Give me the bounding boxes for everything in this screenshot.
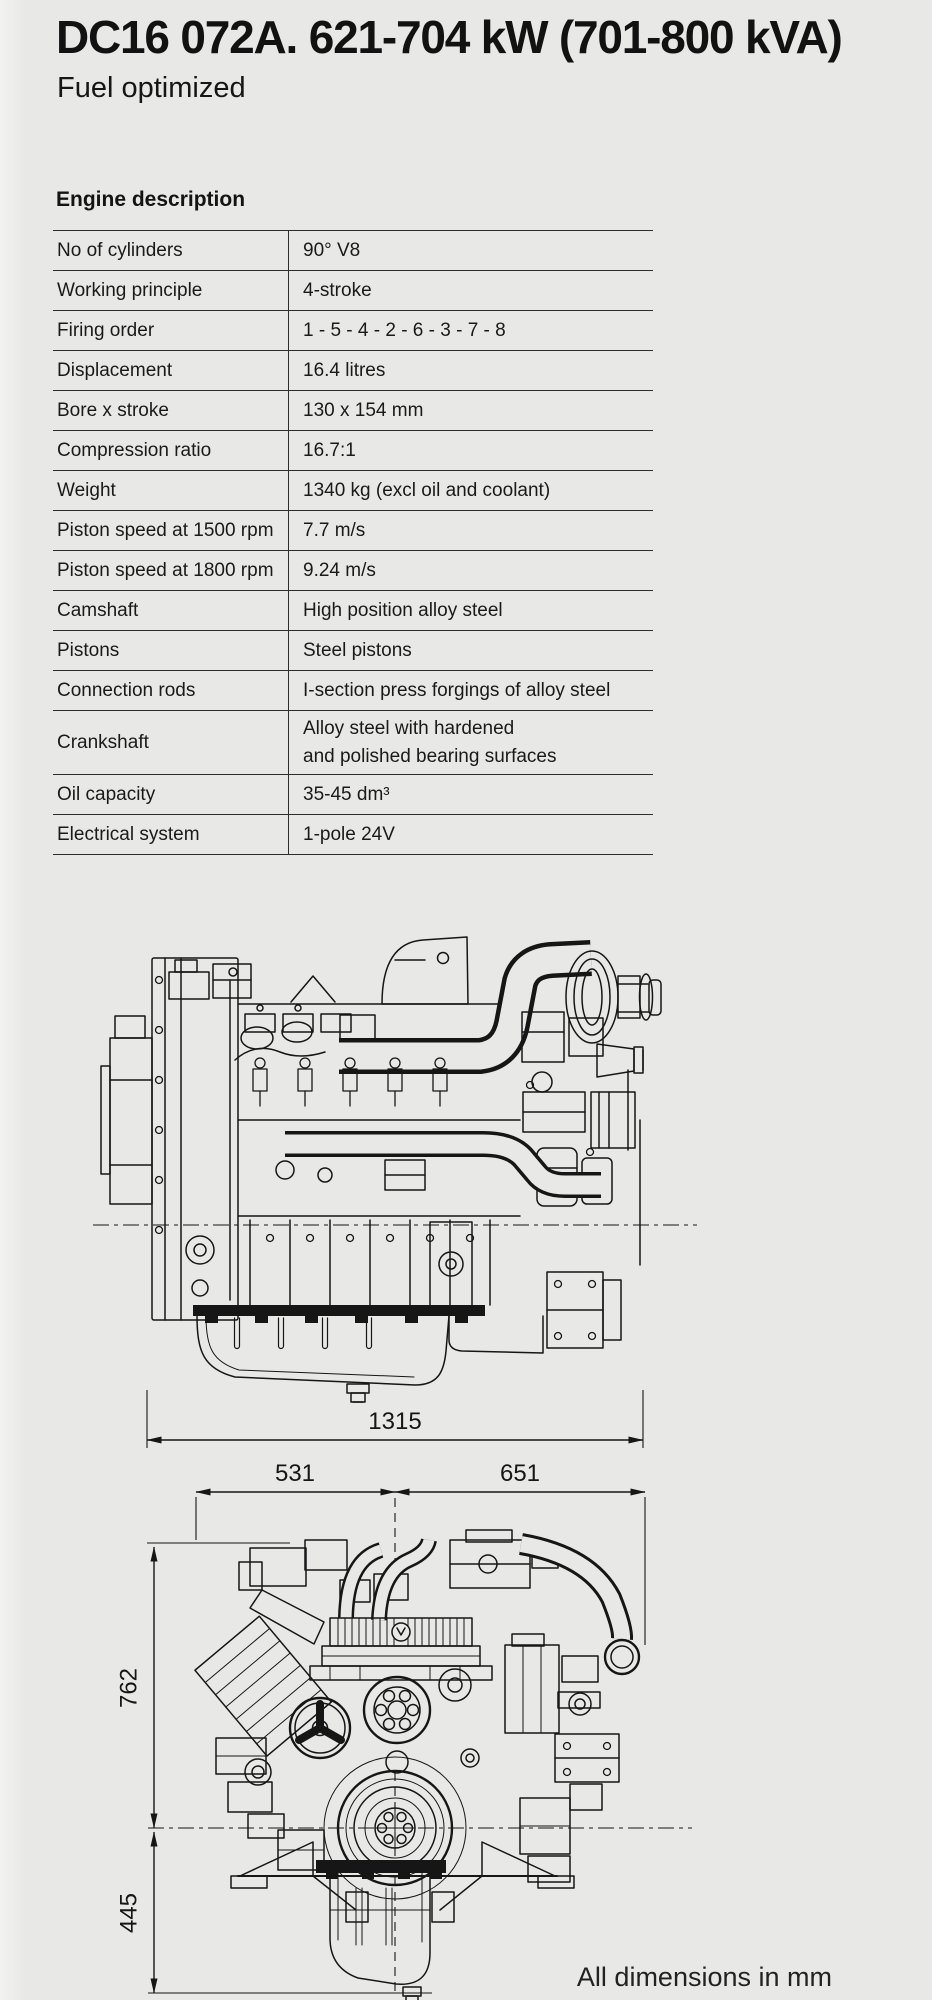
front-view-height-lower-label: 445 xyxy=(115,1893,142,1933)
table-row: Camshaft High position alloy steel xyxy=(53,591,653,631)
spec-value: 9.24 m/s xyxy=(288,551,653,590)
spec-label: Piston speed at 1800 rpm xyxy=(57,559,274,581)
engine-description-heading: Engine description xyxy=(56,188,246,211)
spec-label: Bore x stroke xyxy=(57,399,169,421)
spec-value: Steel pistons xyxy=(288,631,653,670)
spec-label: Pistons xyxy=(57,639,120,661)
spec-label: Electrical system xyxy=(57,823,200,845)
front-view-height-upper-label: 762 xyxy=(115,1668,142,1708)
table-row: Crankshaft Alloy steel with hardened and… xyxy=(53,711,653,775)
spec-label: Working principle xyxy=(57,279,203,301)
table-row: Bore x stroke 130 x 154 mm xyxy=(53,391,653,431)
spec-label: Oil capacity xyxy=(57,783,156,805)
spec-value: 1 - 5 - 4 - 2 - 6 - 3 - 7 - 8 xyxy=(288,311,653,350)
side-view-length-label: 1315 xyxy=(368,1408,421,1435)
spec-value: 130 x 154 mm xyxy=(288,391,653,430)
engine-side-view-drawing: 1315 xyxy=(93,936,697,1448)
spec-value: 1340 kg (excl oil and coolant) xyxy=(288,471,653,510)
spec-value: 1-pole 24V xyxy=(288,815,653,854)
engine-spec-table: No of cylinders 90° V8 Working principle… xyxy=(53,230,653,855)
table-row: Piston speed at 1800 rpm 9.24 m/s xyxy=(53,551,653,591)
front-view-width-left-label: 531 xyxy=(275,1460,315,1487)
page-subtitle: Fuel optimized xyxy=(57,72,246,104)
table-row: Compression ratio 16.7:1 xyxy=(53,431,653,471)
table-row: Electrical system 1-pole 24V xyxy=(53,815,653,855)
spec-label: Connection rods xyxy=(57,679,196,701)
table-row: No of cylinders 90° V8 xyxy=(53,231,653,271)
table-row: Working principle 4-stroke xyxy=(53,271,653,311)
table-row: Piston speed at 1500 rpm 7.7 m/s xyxy=(53,511,653,551)
dimensions-note: All dimensions in mm xyxy=(576,1962,832,1992)
spec-value: 90° V8 xyxy=(288,231,653,270)
spec-value: 7.7 m/s xyxy=(288,511,653,550)
table-row: Oil capacity 35-45 dm³ xyxy=(53,775,653,815)
spec-value: 16.4 litres xyxy=(288,351,653,390)
spec-label: Displacement xyxy=(57,359,173,381)
spec-label: Weight xyxy=(57,479,116,501)
spec-label: No of cylinders xyxy=(57,239,183,261)
engine-front-view-drawing: 531 651 762 445 xyxy=(115,1460,692,2000)
front-view-width-right-label: 651 xyxy=(500,1460,540,1487)
spec-label: Firing order xyxy=(57,319,155,341)
table-row: Pistons Steel pistons xyxy=(53,631,653,671)
spec-label: Camshaft xyxy=(57,599,139,621)
spec-value: 4-stroke xyxy=(288,271,653,310)
table-row: Weight 1340 kg (excl oil and coolant) xyxy=(53,471,653,511)
spec-value: 35-45 dm³ xyxy=(288,775,653,814)
table-row: Firing order 1 - 5 - 4 - 2 - 6 - 3 - 7 -… xyxy=(53,311,653,351)
page-title: DC16 072A. 621-704 kW (701-800 kVA) xyxy=(56,11,843,63)
table-row: Displacement 16.4 litres xyxy=(53,351,653,391)
spec-value: High position alloy steel xyxy=(288,591,653,630)
spec-label: Compression ratio xyxy=(57,439,212,461)
table-row: Connection rods I-section press forgings… xyxy=(53,671,653,711)
spec-label: Piston speed at 1500 rpm xyxy=(57,519,274,541)
spec-value: 16.7:1 xyxy=(288,431,653,470)
spec-label: Crankshaft xyxy=(57,731,149,753)
spec-value: I-section press forgings of alloy steel xyxy=(288,671,653,710)
spec-value: Alloy steel with hardened and polished b… xyxy=(288,711,653,774)
